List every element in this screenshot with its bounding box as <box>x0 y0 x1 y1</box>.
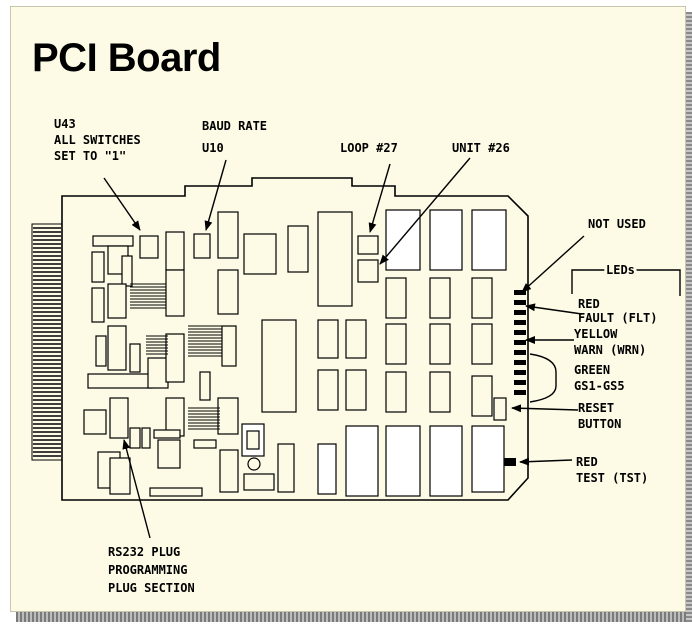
led <box>514 340 526 345</box>
label-rs232-line2: PROGRAMMING <box>108 563 187 577</box>
slide-shadow <box>16 612 692 622</box>
led <box>514 370 526 375</box>
label-green-line1: GREEN <box>574 363 610 377</box>
label-loop: LOOP #27 <box>340 141 398 155</box>
label-reset-line1: RESET <box>578 401 614 415</box>
label-rs232-line1: RS232 PLUG <box>108 545 180 559</box>
label-baud-rate-line2: U10 <box>202 141 224 155</box>
label-red-test-line1: RED <box>576 455 598 469</box>
slide-shadow-right <box>686 12 692 622</box>
board-components <box>83 209 516 497</box>
label-u43-line2: ALL SWITCHES <box>54 133 141 147</box>
led <box>514 300 526 305</box>
label-not-used: NOT USED <box>588 217 646 231</box>
label-rs232-line3: PLUG SECTION <box>108 581 195 595</box>
led <box>514 330 526 335</box>
label-leds: LEDs <box>606 263 635 277</box>
leader-lines <box>103 157 681 539</box>
led <box>514 290 526 295</box>
label-green-line2: GS1-GS5 <box>574 379 625 393</box>
led <box>514 380 526 385</box>
label-red-fault-line2: FAULT (FLT) <box>578 311 657 325</box>
edge-connector <box>31 223 63 461</box>
label-yellow-warn-line2: WARN (WRN) <box>574 343 646 357</box>
label-reset-line2: BUTTON <box>578 417 621 431</box>
led <box>514 310 526 315</box>
label-red-test-line2: TEST (TST) <box>576 471 648 485</box>
led <box>514 320 526 325</box>
led <box>514 390 526 395</box>
label-unit: UNIT #26 <box>452 141 510 155</box>
page-title: PCI Board <box>32 36 221 80</box>
labels: U43 ALL SWITCHES SET TO "1" BAUD RATE U1… <box>54 117 657 595</box>
led <box>514 350 526 355</box>
label-red-fault-line1: RED <box>578 297 600 311</box>
label-baud-rate-line1: BAUD RATE <box>202 119 267 133</box>
label-yellow-warn-line1: YELLOW <box>574 327 618 341</box>
label-u43-line3: SET TO "1" <box>54 149 126 163</box>
led-strip <box>514 290 526 395</box>
led <box>514 360 526 365</box>
label-u43-line1: U43 <box>54 117 76 131</box>
